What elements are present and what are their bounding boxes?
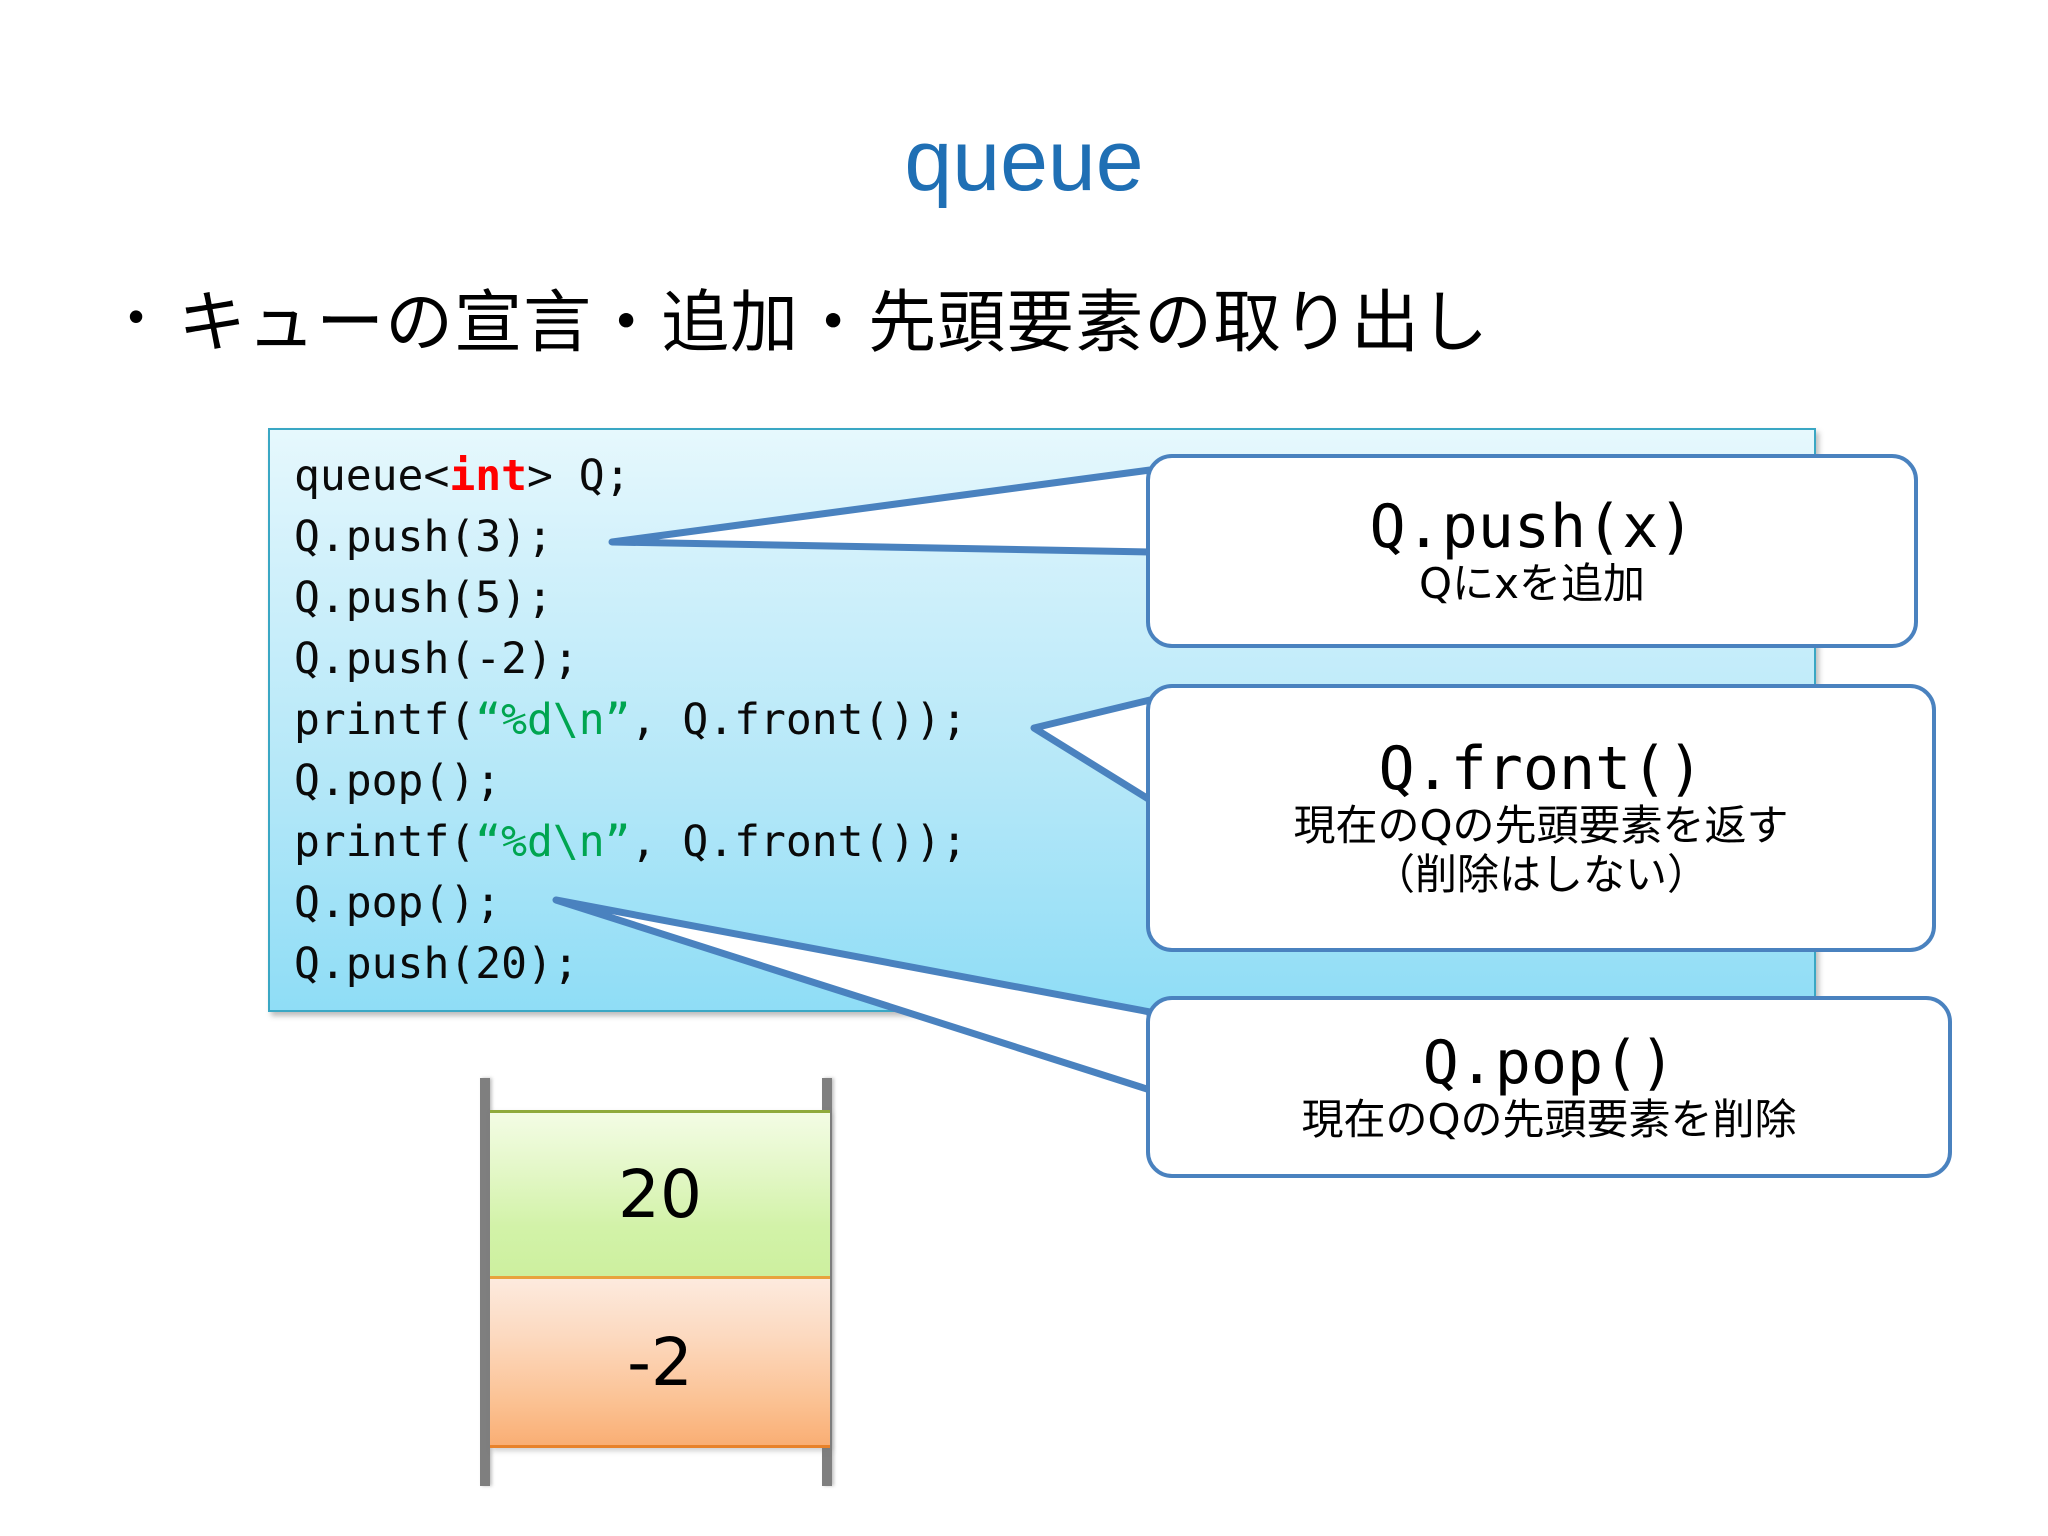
bullet-row: • キューの宣言・追加・先頭要素の取り出し <box>128 284 1928 363</box>
code-token-plain: Q.push(20); <box>294 939 579 989</box>
page-title: queue <box>904 113 1144 209</box>
code-token-plain: queue< <box>294 451 450 501</box>
callout-front[interactable]: Q.front() 現在のQの先頭要素を返す （削除はしない） <box>1146 684 1936 952</box>
code-token-plain: printf( <box>294 695 476 745</box>
callout-push[interactable]: Q.push(x) Qにxを追加 <box>1146 454 1918 648</box>
callout-front-desc-line-1: （削除はしない） <box>1372 850 1709 899</box>
queue-cells: 20 -2 <box>490 1110 830 1448</box>
code-token-plain: , Q.front()); <box>630 695 968 745</box>
code-token-plain: Q.push(5); <box>294 573 553 623</box>
callout-front-desc-line-0: 現在のQの先頭要素を返す <box>1293 801 1789 851</box>
code-token-plain: Q.pop(); <box>294 878 502 928</box>
callout-pop-desc-line-0: 現在のQの先頭要素を削除 <box>1301 1094 1797 1144</box>
code-token-plain: Q.pop(); <box>294 756 502 806</box>
code-token-plain: Q.push(-2); <box>294 634 579 684</box>
code-listing: queue<int> Q; Q.push(3); Q.push(5); Q.pu… <box>294 446 967 995</box>
callout-pop-title: Q.pop() <box>1422 1027 1676 1098</box>
code-token-plain: Q.push(3); <box>294 512 553 562</box>
queue-cell: -2 <box>490 1279 830 1448</box>
bullet-text: キューの宣言・追加・先頭要素の取り出し <box>178 284 1490 363</box>
bullet-marker-icon: • <box>128 290 145 342</box>
code-token-plain: printf( <box>294 817 476 867</box>
callout-pop[interactable]: Q.pop() 現在のQの先頭要素を削除 <box>1146 996 1952 1178</box>
callout-push-title: Q.push(x) <box>1369 491 1695 562</box>
code-token-string: “%d\n” <box>475 817 631 867</box>
queue-rail-left <box>480 1078 490 1486</box>
callout-push-desc-line-0: Qにxを追加 <box>1419 558 1645 608</box>
code-token-string: “%d\n” <box>475 695 631 745</box>
code-token-keyword: int <box>449 451 528 501</box>
callout-front-title: Q.front() <box>1378 734 1704 805</box>
queue-diagram: 20 -2 <box>466 1078 850 1486</box>
queue-cell: 20 <box>490 1110 830 1279</box>
code-token-plain: > Q; <box>527 451 631 501</box>
code-token-plain: , Q.front()); <box>630 817 968 867</box>
